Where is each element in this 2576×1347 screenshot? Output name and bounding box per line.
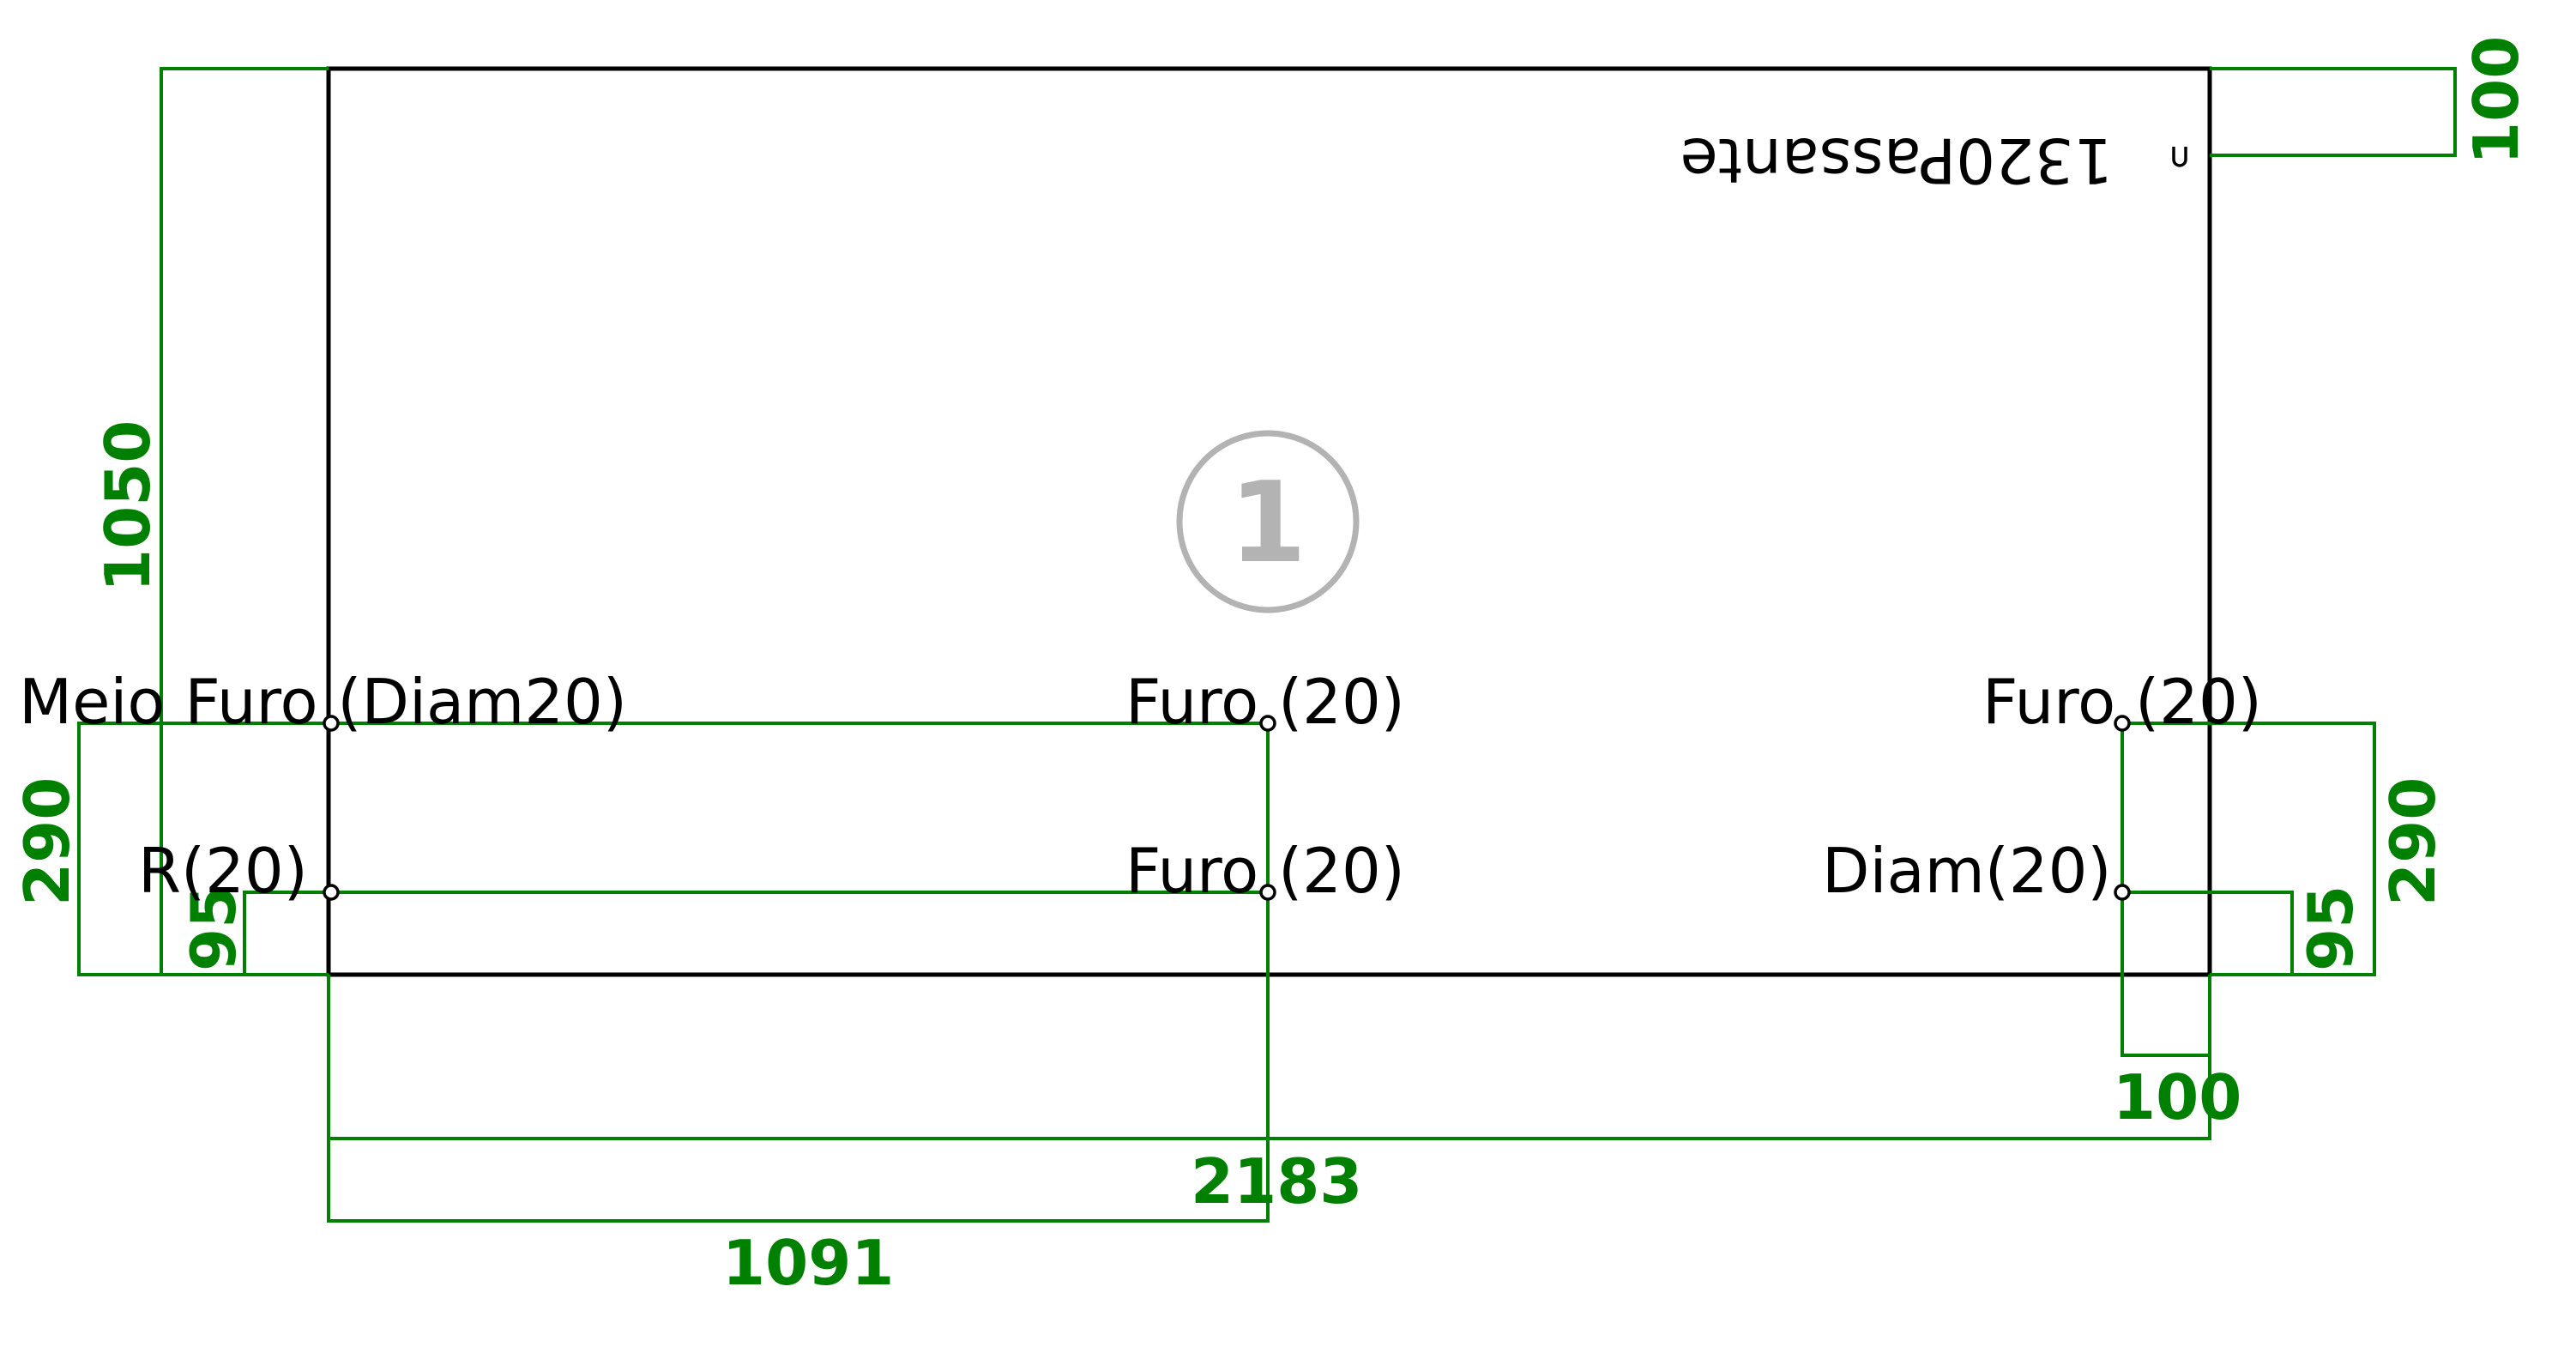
top-right-label-text: 1320Passante <box>1680 124 2114 196</box>
dim-left-hole-height: 290 <box>11 722 329 976</box>
dim-left-lower-height: 95 <box>178 885 329 975</box>
dim-right-hole-height: 290 <box>2122 722 2449 976</box>
dim-top-offset-text: 100 <box>2460 36 2532 165</box>
top-right-label: 1320Passante <box>1680 124 2187 196</box>
top-right-marker-icon <box>2172 147 2187 167</box>
dim-left-lower-height-text: 95 <box>178 885 250 971</box>
dim-overall-width-text: 2183 <box>1191 1145 1362 1217</box>
dim-right-lower-height: 95 <box>2122 885 2367 976</box>
hole-center-lower-icon <box>1259 884 1276 901</box>
hole-left-upper-icon <box>323 715 340 732</box>
hole-right-upper-icon <box>2114 715 2131 732</box>
dim-right-offset: 100 <box>2113 723 2241 1133</box>
dim-right-lower-height-text: 95 <box>2295 885 2367 971</box>
dim-left-hole-height-text: 290 <box>11 777 83 906</box>
dim-half-width-text: 1091 <box>722 1227 894 1299</box>
hole-center-upper-icon <box>1259 715 1276 732</box>
hole-left-lower-icon <box>323 884 340 901</box>
label-left-upper: Meio Furo (Diam20) <box>19 666 627 738</box>
dim-half-width: 1091 <box>327 722 1270 1299</box>
label-left-lower: R(20) <box>138 835 308 907</box>
dim-overall-height-text: 1050 <box>92 420 164 592</box>
panel-badge-ring <box>1176 430 1360 613</box>
panel-badge-number: 1 <box>1229 457 1306 588</box>
label-right-lower: Diam(20) <box>1822 835 2112 907</box>
dim-right-hole-height-text: 290 <box>2377 777 2449 906</box>
dim-top-offset: 100 <box>2210 36 2532 165</box>
dim-overall-height: 1050 <box>92 67 329 975</box>
dim-right-offset-text: 100 <box>2113 1061 2241 1133</box>
panel-badge: 1 <box>1176 430 1360 613</box>
hole-right-lower-icon <box>2114 884 2131 901</box>
